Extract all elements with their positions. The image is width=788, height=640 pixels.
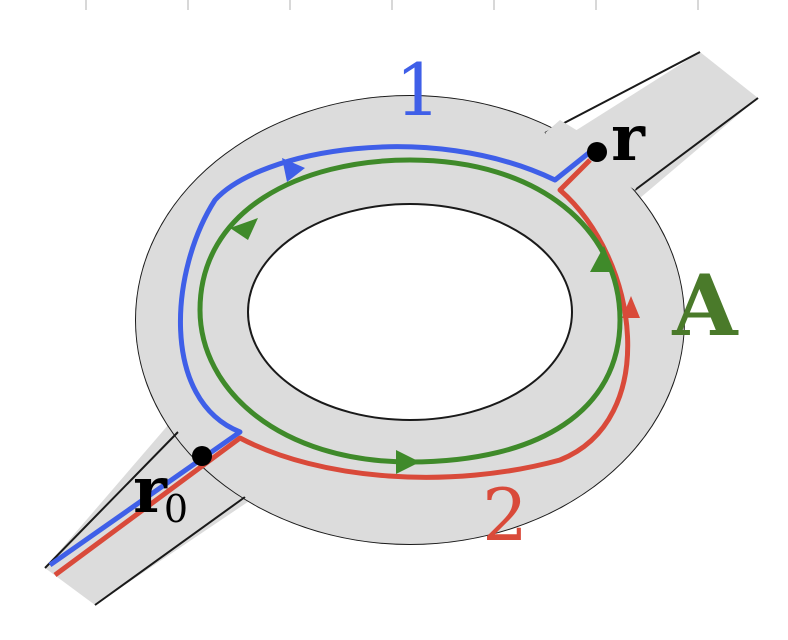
loop-arrow-left <box>230 218 258 240</box>
loop-a-line <box>197 157 623 465</box>
inner-hole <box>247 203 573 421</box>
point-r-dot <box>587 142 607 162</box>
path-1-line <box>48 144 592 568</box>
point-r-label: r <box>611 101 646 176</box>
area-label: A <box>671 256 739 355</box>
path-1-arrow <box>282 158 305 182</box>
point-r0-label: r <box>133 453 168 528</box>
path-2-label: 2 <box>482 473 528 557</box>
path-2-arrow <box>622 296 640 318</box>
point-r0-subscript: 0 <box>164 487 188 531</box>
channel-outlines <box>44 51 759 606</box>
top-tick-marks <box>85 0 699 10</box>
path-1-label: 1 <box>395 48 441 132</box>
loop-arrow-right <box>590 246 614 272</box>
loop-arrow-bottom <box>396 450 420 474</box>
point-r0-dot <box>192 446 212 466</box>
